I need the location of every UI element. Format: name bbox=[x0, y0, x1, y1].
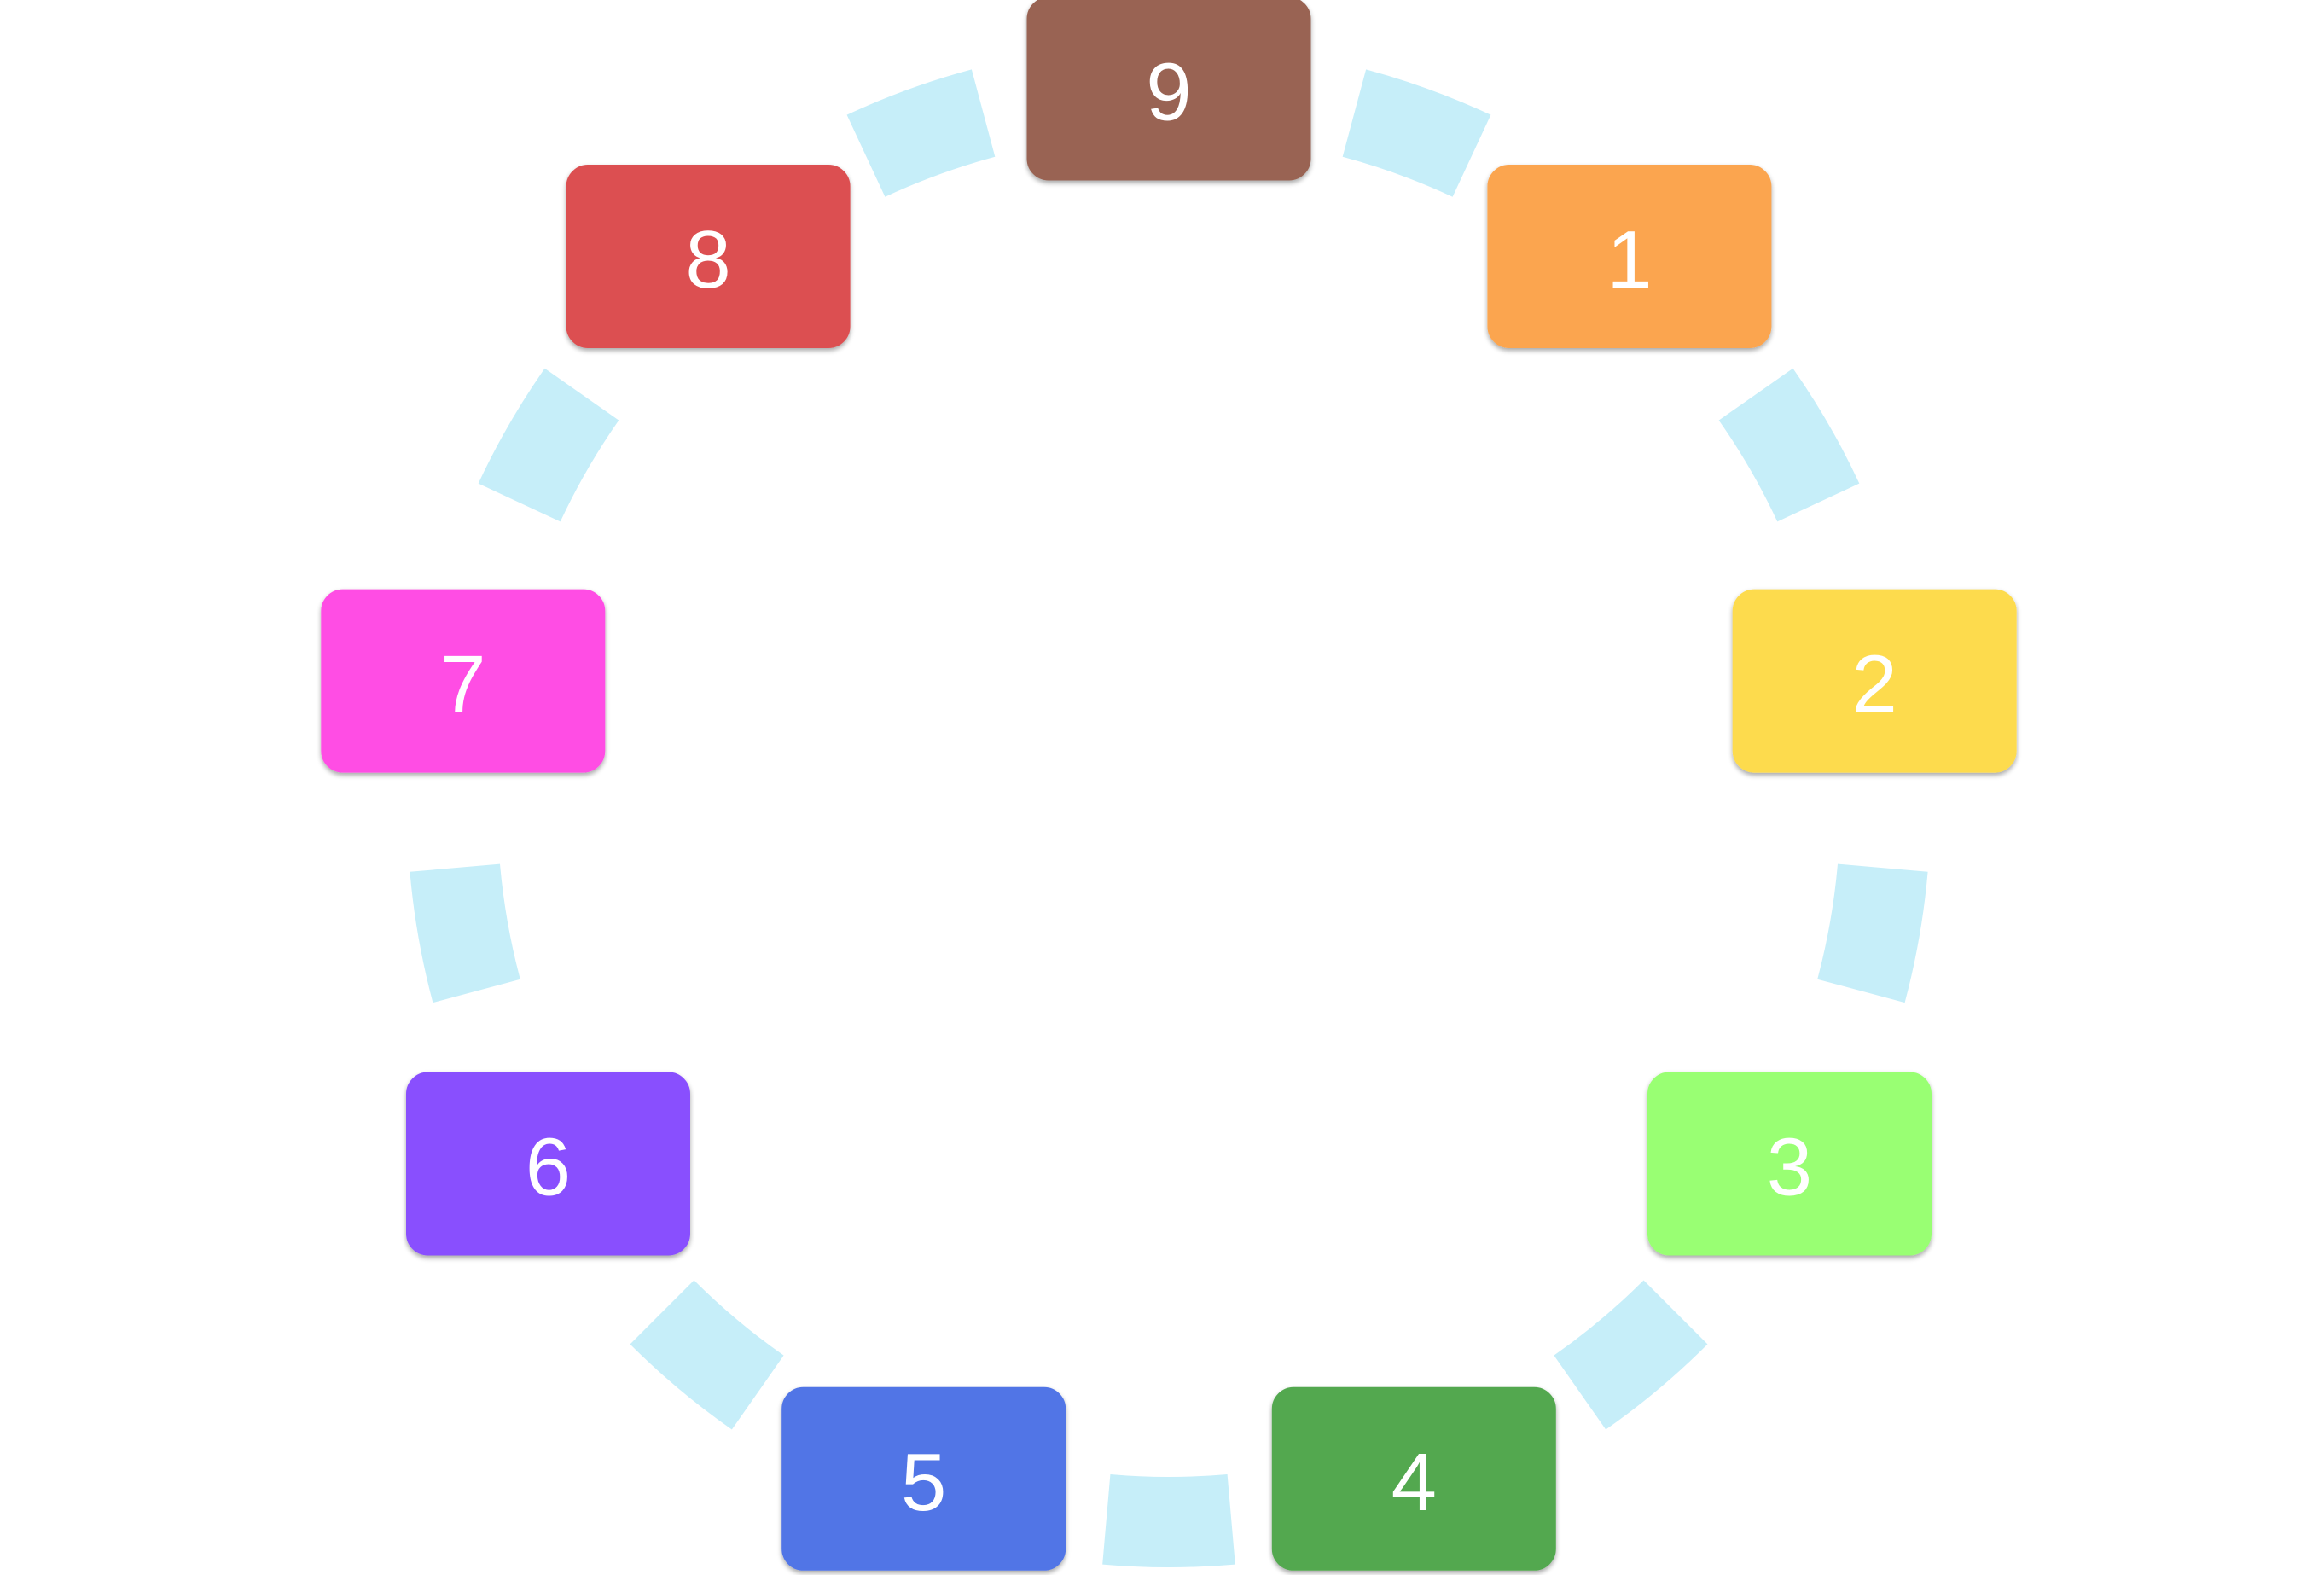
step-node-2: 2 bbox=[1732, 589, 2017, 773]
connector-arc-5-to-6 bbox=[630, 1280, 785, 1430]
step-node-4: 4 bbox=[1271, 1386, 1556, 1571]
step-node-9: 9 bbox=[1026, 0, 1311, 181]
connector-arc-4-to-5 bbox=[1102, 1473, 1235, 1567]
step-label-4: 4 bbox=[1391, 1437, 1437, 1528]
step-node-1: 1 bbox=[1487, 165, 1772, 348]
step-box-4 bbox=[1271, 1386, 1556, 1571]
step-box-2 bbox=[1732, 589, 2017, 773]
step-node-6: 6 bbox=[406, 1072, 690, 1256]
connector-arc-2-to-3 bbox=[1817, 863, 1928, 1003]
step-box-7 bbox=[321, 589, 606, 773]
step-node-3: 3 bbox=[1647, 1072, 1932, 1256]
step-label-8: 8 bbox=[685, 214, 730, 305]
step-box-3 bbox=[1647, 1072, 1932, 1256]
step-label-1: 1 bbox=[1606, 214, 1652, 305]
step-label-2: 2 bbox=[1852, 639, 1897, 730]
step-label-6: 6 bbox=[526, 1122, 571, 1213]
connector-arc-8-to-9 bbox=[846, 69, 996, 197]
connector-arc-6-to-7 bbox=[410, 863, 520, 1003]
cycle-connectors bbox=[410, 69, 1928, 1567]
connector-arc-1-to-2 bbox=[1718, 368, 1860, 522]
connector-arc-9-to-1 bbox=[1342, 69, 1491, 197]
step-label-9: 9 bbox=[1146, 47, 1191, 138]
step-label-7: 7 bbox=[440, 639, 485, 730]
step-box-8 bbox=[566, 165, 851, 348]
connector-arc-7-to-8 bbox=[478, 368, 619, 522]
step-node-8: 8 bbox=[566, 165, 851, 348]
step-label-5: 5 bbox=[901, 1437, 946, 1528]
step-box-1 bbox=[1487, 165, 1772, 348]
cycle-nodes: 1 2 3 4 5 6 7 8 9 bbox=[321, 0, 2017, 1571]
connector-arc-3-to-4 bbox=[1553, 1280, 1708, 1430]
step-box-6 bbox=[406, 1072, 690, 1256]
step-node-5: 5 bbox=[781, 1386, 1066, 1571]
step-label-3: 3 bbox=[1767, 1122, 1812, 1213]
step-node-7: 7 bbox=[321, 589, 606, 773]
step-box-9 bbox=[1026, 0, 1311, 181]
step-box-5 bbox=[781, 1386, 1066, 1571]
